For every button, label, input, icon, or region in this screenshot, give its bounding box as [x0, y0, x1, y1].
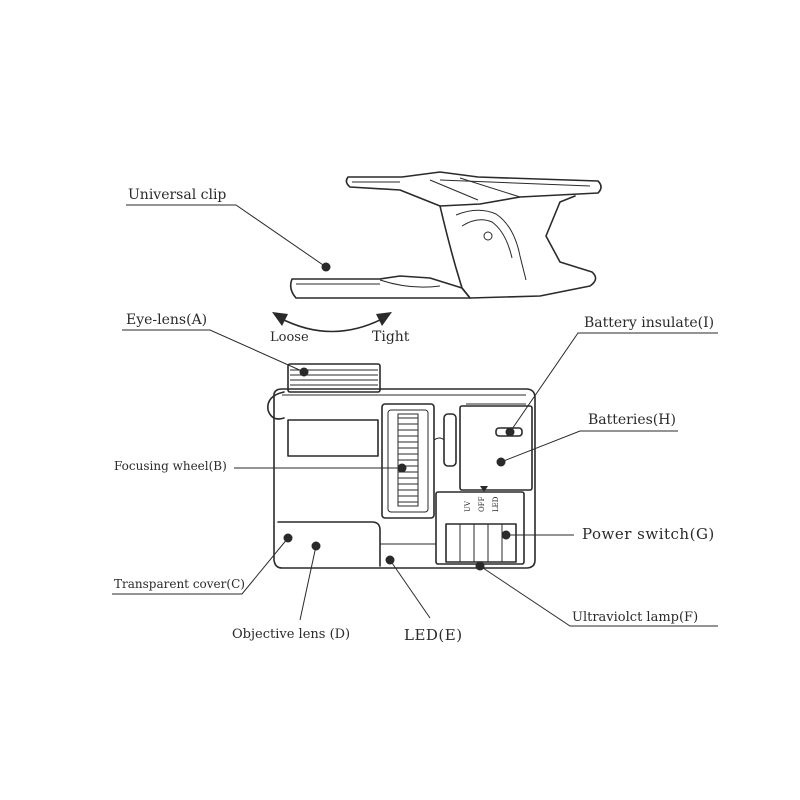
switch-label-led: LED [492, 496, 500, 512]
label-universal-clip: Universal clip [128, 187, 226, 203]
label-objective-lens: Objective lens (D) [232, 627, 350, 642]
label-ultraviolet-lamp: Ultraviolct lamp(F) [572, 610, 698, 625]
label-power-switch: Power switch(G) [582, 525, 715, 543]
arrow-left-icon [272, 312, 288, 326]
loose-tight-indicator [272, 312, 392, 333]
callout-leaders [112, 204, 718, 627]
switch-label-uv: UV [464, 500, 472, 512]
label-tight: Tight [372, 329, 410, 345]
label-loose: Loose [270, 330, 309, 345]
focusing-wheel-ridges [397, 413, 419, 507]
label-led: LED(E) [404, 626, 463, 644]
arrow-right-icon [376, 312, 392, 326]
label-transparent-cover: Transparent cover(C) [114, 577, 245, 591]
switch-pointer-icon [480, 486, 488, 492]
universal-clip-drawing [289, 171, 602, 299]
label-battery-insulate: Battery insulate(I) [584, 315, 714, 331]
callout-labels: Universal clip Loose Tight Eye-lens(A) B… [114, 187, 715, 644]
label-focusing-wheel: Focusing wheel(B) [114, 459, 227, 473]
switch-markings: UV OFF LED [464, 486, 500, 512]
label-batteries: Batteries(H) [588, 412, 676, 428]
label-eye-lens: Eye-lens(A) [126, 312, 207, 328]
switch-label-off: OFF [478, 496, 486, 512]
